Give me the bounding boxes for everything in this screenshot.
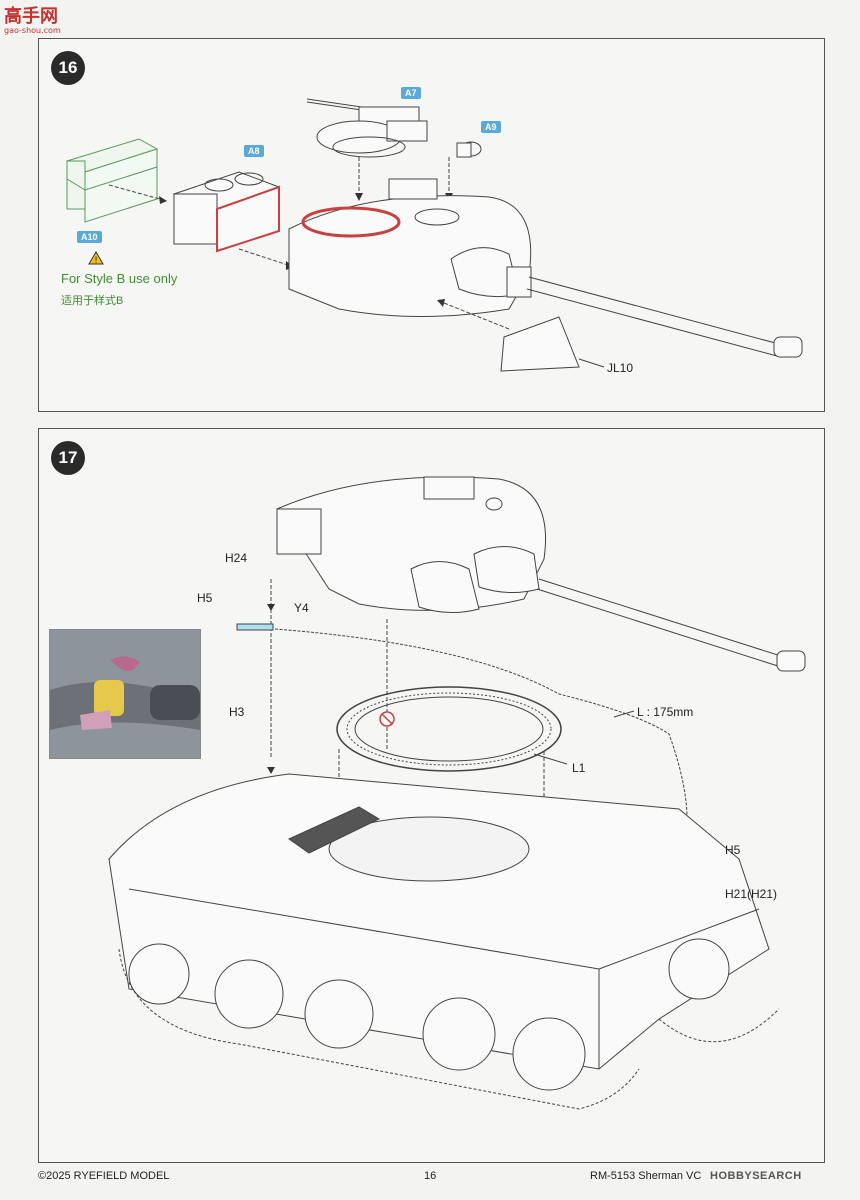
stowage-box-a10-drawing	[65, 138, 159, 223]
site-watermark: 高手网 gao-shou.com	[2, 2, 72, 36]
cable-length-label: L : 175mm	[637, 705, 694, 719]
part-label-h24: H24	[225, 551, 248, 565]
part-label-jl10: JL10	[607, 361, 634, 375]
part-badge-a8: A8	[244, 145, 264, 157]
hull-assembly-drawing	[108, 476, 806, 1110]
no-glue-icon	[379, 711, 395, 727]
part-label-h3: H3	[229, 705, 245, 719]
part-label-h5-top: H5	[197, 591, 213, 605]
footer-kit-name: RM-5153 Sherman VC	[590, 1170, 702, 1182]
part-badge-a9: A9	[481, 121, 501, 133]
part-badge-a10: A10	[77, 231, 102, 243]
mantlet-cover-jl10-drawing	[500, 316, 580, 372]
gun-barrel-drawing	[526, 276, 803, 358]
frame-a8-drawing	[172, 171, 281, 253]
site-logo-icon: 高手网 gao-shou.com	[4, 5, 61, 35]
footer-brand-watermark: HOBBYSEARCH	[710, 1170, 802, 1182]
tank-hull-drawing	[108, 773, 780, 1110]
assembly-arrow	[108, 184, 168, 202]
step-17-number: 17	[51, 441, 85, 475]
site-url: gao-shou.com	[4, 26, 61, 35]
style-note-chinese: 适用于样式B	[61, 295, 124, 307]
antenna-detail-inset	[49, 629, 201, 759]
assembled-turret-drawing	[276, 476, 546, 613]
footer-copyright: ©2025 RYEFIELD MODEL	[38, 1170, 170, 1182]
footer-page-number: 16	[424, 1170, 437, 1182]
periscope-a9-drawing	[456, 141, 482, 158]
part-label-h21: H21(H21)	[725, 887, 778, 901]
antenna-part-h5-drawing	[236, 623, 274, 631]
turret-body-drawing	[288, 178, 532, 317]
antenna-detail-render	[50, 630, 200, 758]
style-note-english: For Style B use only	[61, 271, 178, 286]
turret-gun-barrel-drawing	[536, 578, 806, 672]
step-16-number: 16	[51, 51, 85, 85]
step-16-panel: 16	[38, 38, 825, 412]
part-label-l1: L1	[572, 761, 586, 775]
site-logo-text: 高手网	[4, 5, 58, 27]
turret-ring-l1-drawing	[336, 686, 562, 772]
part-label-h5-bottom: H5	[725, 843, 741, 857]
turret-assembly-drawing	[65, 98, 803, 372]
svg-text:!: !	[94, 256, 98, 265]
warning-icon: !	[88, 251, 104, 265]
part-badge-a7: A7	[401, 87, 421, 99]
part-label-y4: Y4	[294, 601, 309, 615]
antenna-cable-drawing	[274, 628, 688, 830]
step-17-panel: 17	[38, 428, 825, 1163]
assembly-arrow	[238, 248, 295, 268]
machine-gun-a7-drawing	[306, 98, 428, 158]
